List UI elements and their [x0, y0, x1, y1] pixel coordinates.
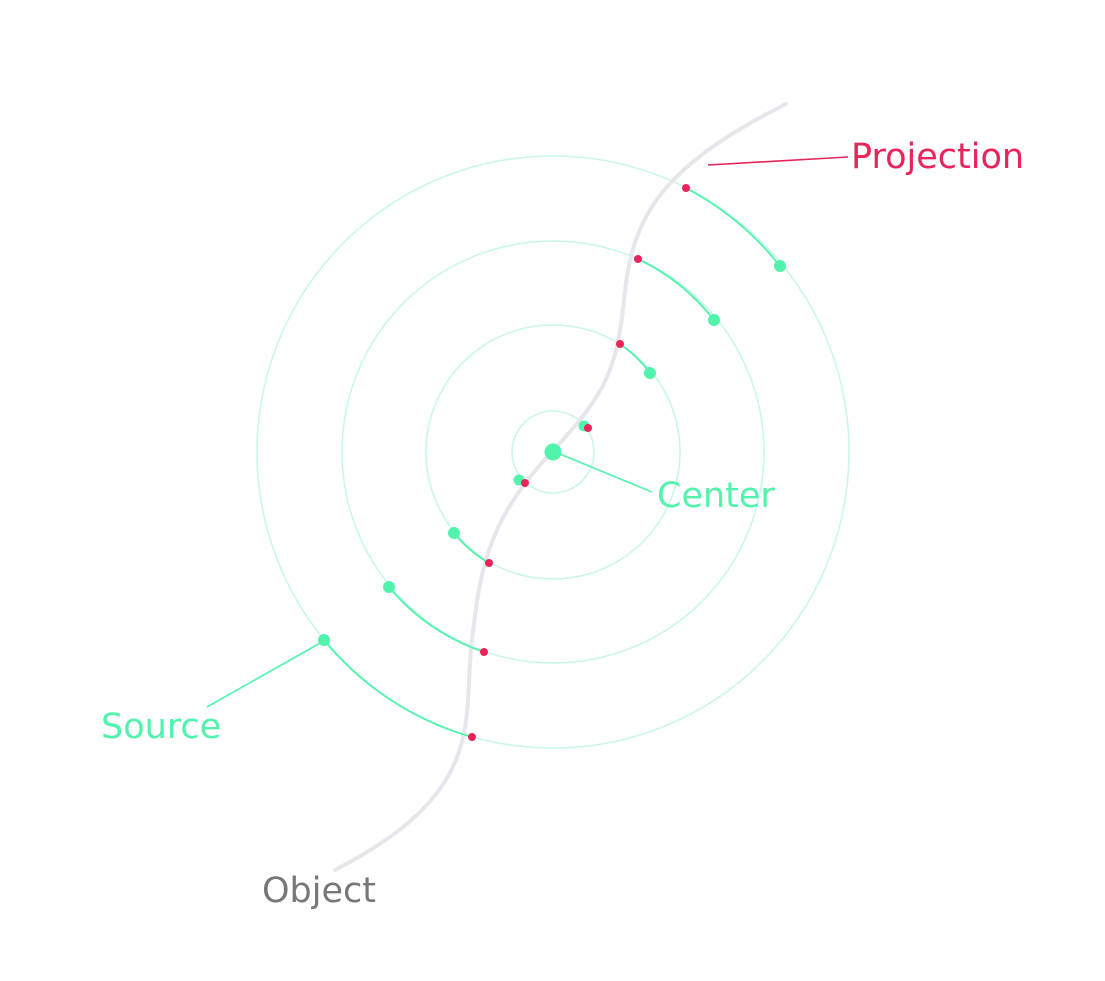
source-point	[708, 314, 720, 326]
projection-leader	[707, 156, 849, 166]
ring-1	[511, 410, 595, 494]
arc-ring3-upper	[637, 258, 715, 321]
source-point	[383, 581, 395, 593]
ring-4	[256, 155, 850, 749]
object-label: Object	[262, 871, 376, 911]
source-point	[448, 527, 460, 539]
source-label: Source	[101, 707, 221, 747]
arc-ring4-lower	[323, 639, 473, 738]
object-curve	[333, 102, 788, 872]
source-point	[774, 260, 786, 272]
source-point	[644, 367, 656, 379]
arc-ring3-lower	[388, 586, 485, 653]
center-label: Center	[657, 476, 775, 516]
source-point	[318, 634, 330, 646]
rings-group	[256, 155, 850, 749]
center-point	[544, 443, 562, 461]
projection-point	[521, 479, 529, 487]
projection-point	[634, 255, 642, 263]
projection-point	[584, 424, 592, 432]
projection-point	[485, 559, 493, 567]
ring-3	[341, 240, 765, 664]
leader-lines	[206, 156, 849, 708]
projection-arcs	[323, 187, 781, 738]
projection-point	[682, 184, 690, 192]
projection-points	[468, 184, 690, 741]
projection-point	[468, 733, 476, 741]
projection-label: Projection	[851, 137, 1024, 177]
source-leader	[206, 641, 323, 708]
center-leader	[554, 451, 653, 493]
ring-2	[425, 324, 681, 580]
source-points	[318, 260, 786, 646]
projection-point	[616, 340, 624, 348]
projection-point	[480, 648, 488, 656]
arc-ring2-upper	[619, 343, 651, 374]
arc-ring4-upper	[685, 187, 781, 267]
